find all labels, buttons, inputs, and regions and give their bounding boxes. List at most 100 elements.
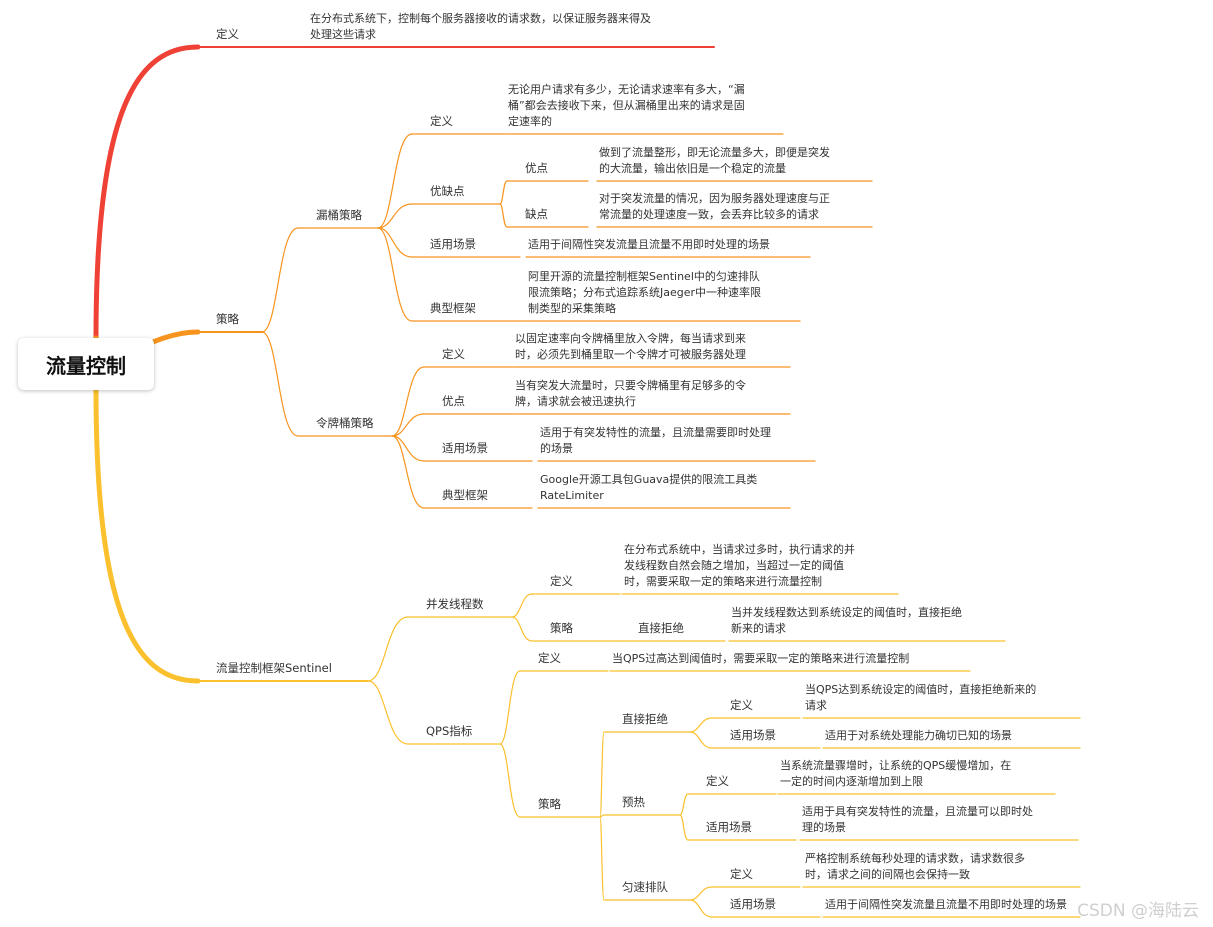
- topic-conc-def[interactable]: 定义: [550, 574, 573, 588]
- topic-token-pro[interactable]: 优点: [442, 394, 465, 408]
- topic-leaky-def[interactable]: 定义: [430, 114, 453, 128]
- text-line: 当有突发大流量时，只要令牌桶里有足够多的令: [515, 379, 746, 392]
- text-line: 牌，请求就会被迅速执行: [515, 395, 636, 408]
- topic-token-def[interactable]: 定义: [442, 347, 465, 361]
- text-line: 阿里开源的流量控制框架Sentinel中的匀速排队: [528, 270, 760, 283]
- topic-text-leaky-fw-text[interactable]: 阿里开源的流量控制框架Sentinel中的匀速排队限流策略；分布式追踪系统Jae…: [528, 269, 761, 317]
- connector-conc-strat: [511, 616, 533, 642]
- text-line: 新来的请求: [731, 622, 786, 635]
- text-line: 当系统流量骤增时，让系统的QPS缓慢增加，在: [780, 759, 1012, 772]
- connector-qps-reject-use: [689, 731, 713, 749]
- text-line: 处理这些请求: [310, 28, 376, 41]
- connector-qps-queue-def: [689, 886, 713, 901]
- topic-text-leaky-use-text[interactable]: 适用于间隔性突发流量且流量不用即时处理的场景: [528, 237, 770, 253]
- topic-text-conc-def-text[interactable]: 在分布式系统中，当请求过多时，执行请求的并发线程数自然会随之增加，当超过一定的阈…: [624, 542, 855, 590]
- topic-text-qps-queue-def-text[interactable]: 严格控制系统每秒处理的请求数，请求数很多时，请求之间的间隔也会保持一致: [805, 851, 1025, 883]
- topic-qps-def[interactable]: 定义: [538, 651, 561, 665]
- text-line: 常流量的处理速度一致，会丢弃比较多的请求: [599, 208, 819, 221]
- topic-text-token-pro-text[interactable]: 当有突发大流量时，只要令牌桶里有足够多的令牌，请求就会被迅速执行: [515, 378, 746, 410]
- connector-qps-def: [499, 670, 521, 745]
- branch-connector-def: [93, 44, 201, 341]
- connector-qps-reject: [599, 731, 605, 818]
- topic-text-token-use-text[interactable]: 适用于有突发特性的流量，且流量需要即时处理的场景: [540, 425, 771, 457]
- topic-leaky-con[interactable]: 缺点: [525, 207, 548, 221]
- root-topic[interactable]: 流量控制: [18, 338, 154, 390]
- topic-text-leaky-pro-text[interactable]: 做到了流量整形，即无论流量多大，即便是突发的大流量，输出依旧是一个稳定的流量: [599, 145, 830, 177]
- text-line: 限流策略；分布式追踪系统Jaeger中一种速率限: [528, 286, 762, 299]
- text-line: 无论用户请求有多少，无论请求速率有多大，“漏: [508, 83, 745, 96]
- text-line: 一定的时间内逐渐增加到上限: [780, 775, 923, 788]
- topic-leaky-pc[interactable]: 优缺点: [430, 184, 465, 198]
- topic-qps-reject-use[interactable]: 适用场景: [730, 728, 776, 742]
- topic-text-def-text[interactable]: 在分布式系统下，控制每个服务器接收的请求数，以保证服务器来得及处理这些请求: [310, 11, 651, 43]
- topic-text-qps-warm-def-text[interactable]: 当系统流量骤增时，让系统的QPS缓慢增加，在一定的时间内逐渐增加到上限: [780, 758, 1011, 790]
- topic-token[interactable]: 令牌桶策略: [316, 416, 374, 430]
- topic-text-leaky-con-text[interactable]: 对于突发流量的情况，因为服务器处理速度与正常流量的处理速度一致，会丢弃比较多的请…: [599, 191, 830, 223]
- topic-leaky-use[interactable]: 适用场景: [430, 237, 476, 251]
- connector-leaky: [261, 227, 299, 333]
- topic-qps-reject-def[interactable]: 定义: [730, 698, 753, 712]
- topic-qps-warm-use[interactable]: 适用场景: [706, 820, 752, 834]
- text-line: 适用于有突发特性的流量，且流量需要即时处理: [540, 426, 771, 439]
- text-line: 定速率的: [508, 115, 552, 128]
- watermark: CSDN @海陆云: [1077, 901, 1199, 921]
- topic-text-qps-def-text[interactable]: 当QPS过高达到阈值时，需要采取一定的策略来进行流量控制: [612, 651, 909, 667]
- text-line: 发线程数自然会随之增加，当超过一定的阈值: [624, 559, 844, 572]
- topic-text-conc-reject-text[interactable]: 当并发线程数达到系统设定的阈值时，直接拒绝新来的请求: [731, 605, 962, 637]
- topic-sentinel[interactable]: 流量控制框架Sentinel: [216, 661, 332, 675]
- connector-leaky-con: [499, 203, 508, 228]
- topic-text-qps-reject-def-text[interactable]: 当QPS达到系统设定的阈值时，直接拒绝新来的请求: [805, 682, 1036, 714]
- text-line: 适用于具有突发特性的流量，且流量可以即时处: [802, 805, 1033, 818]
- topic-conc-reject[interactable]: 直接拒绝: [638, 621, 684, 635]
- connector-qps-queue: [599, 816, 605, 901]
- text-line: 理的场景: [802, 821, 846, 834]
- connector-qps-reject-def: [689, 717, 713, 733]
- topic-qps-strat[interactable]: 策略: [538, 797, 561, 811]
- connector-token-def: [391, 366, 425, 437]
- connector-token-fw: [391, 435, 425, 509]
- text-line: 的大流量，输出依旧是一个稳定的流量: [599, 162, 786, 175]
- topic-qps-queue[interactable]: 匀速排队: [622, 880, 668, 894]
- topic-text-leaky-def-text[interactable]: 无论用户请求有多少，无论请求速率有多大，“漏桶”都会去接收下来，但从漏桶里出来的…: [508, 82, 745, 130]
- topic-text-token-def-text[interactable]: 以固定速率向令牌桶里放入令牌，每当请求到来时，必须先到桶里取一个令牌才可被服务器…: [515, 331, 746, 363]
- topic-text-qps-reject-use-text[interactable]: 适用于对系统处理能力确切已知的场景: [825, 728, 1012, 744]
- connector-qps-strat: [499, 743, 521, 818]
- topic-strategy[interactable]: 策略: [216, 312, 239, 326]
- text-line: 适用于对系统处理能力确切已知的场景: [825, 729, 1012, 742]
- topic-qps-queue-def[interactable]: 定义: [730, 867, 753, 881]
- connector-leaky-fw: [377, 227, 413, 322]
- connector-token-pro: [391, 413, 425, 437]
- connector-leaky-pro: [499, 180, 508, 205]
- topic-token-use[interactable]: 适用场景: [442, 441, 488, 455]
- text-line: 桶”都会去接收下来，但从漏桶里出来的请求是固: [508, 99, 745, 112]
- topic-qps-queue-use[interactable]: 适用场景: [730, 897, 776, 911]
- topic-conc-strat[interactable]: 策略: [550, 621, 573, 635]
- text-line: 严格控制系统每秒处理的请求数，请求数很多: [805, 852, 1025, 865]
- connector-qps-warm-use: [679, 814, 689, 841]
- topic-token-fw[interactable]: 典型框架: [442, 488, 488, 502]
- topic-conc[interactable]: 并发线程数: [426, 597, 484, 611]
- text-line: 对于突发流量的情况，因为服务器处理速度与正: [599, 192, 830, 205]
- topic-leaky-pro[interactable]: 优点: [525, 161, 548, 175]
- connector-leaky-def: [377, 133, 413, 229]
- connector-leaky-use: [377, 227, 413, 258]
- text-line: 在分布式系统下，控制每个服务器接收的请求数，以保证服务器来得及: [310, 12, 651, 25]
- connector-conc: [367, 616, 409, 682]
- topic-text-qps-queue-use-text[interactable]: 适用于间隔性突发流量且流量不用即时处理的场景: [825, 897, 1067, 913]
- text-line: 适用于间隔性突发流量且流量不用即时处理的场景: [528, 238, 770, 251]
- topic-qps-reject[interactable]: 直接拒绝: [622, 712, 668, 726]
- connector-conc-def: [511, 593, 533, 618]
- text-line: 以固定速率向令牌桶里放入令牌，每当请求到来: [515, 332, 746, 345]
- topic-leaky[interactable]: 漏桶策略: [316, 208, 362, 222]
- topic-qps[interactable]: QPS指标: [426, 724, 473, 738]
- topic-qps-warm-def[interactable]: 定义: [706, 774, 729, 788]
- text-line: 当QPS达到系统设定的阈值时，直接拒绝新来的: [805, 683, 1037, 696]
- topic-def[interactable]: 定义: [216, 27, 239, 41]
- topic-leaky-fw[interactable]: 典型框架: [430, 301, 476, 315]
- text-line: 时，请求之间的间隔也会保持一致: [805, 868, 970, 881]
- topic-text-qps-warm-use-text[interactable]: 适用于具有突发特性的流量，且流量可以即时处理的场景: [802, 804, 1033, 836]
- topic-qps-warm[interactable]: 预热: [622, 795, 645, 809]
- text-line: 时，需要采取一定的策略来进行流量控制: [624, 575, 822, 588]
